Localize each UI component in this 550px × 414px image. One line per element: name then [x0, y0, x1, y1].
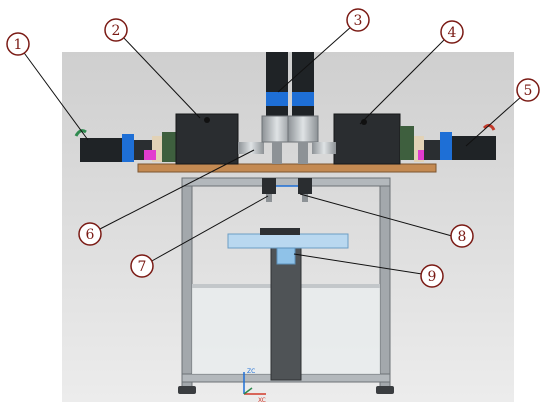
leader-8: [299, 193, 453, 237]
nozzle-heads: [262, 178, 312, 202]
frame-top-rail: [181, 177, 391, 187]
svg-text:2: 2: [112, 23, 121, 39]
left-gearbox-housing: [175, 113, 264, 165]
vertical-actuator-columns: [261, 52, 319, 164]
right-gearbox-housing: [312, 113, 401, 165]
callout-4: 4: [440, 20, 464, 44]
svg-text:5: 5: [524, 83, 533, 99]
callout-8: 8: [450, 224, 474, 248]
callout-5: 5: [516, 78, 540, 102]
frame-left-leg: [181, 181, 193, 389]
right-nozzle-head: [298, 178, 312, 194]
work-table: [227, 228, 349, 265]
callout-markers: 1 2 3 4 5 6 7 8 9: [6, 8, 540, 288]
axis-z-label: ZC: [247, 368, 255, 375]
callout-2: 2: [104, 18, 128, 42]
leader-lines: [21, 25, 523, 275]
callout-9: 9: [420, 264, 444, 288]
leader-6: [97, 149, 255, 231]
leader-9: [293, 253, 423, 275]
left-servo-motor: [74, 129, 176, 162]
callout-1: 1: [6, 32, 30, 56]
svg-text:9: 9: [428, 269, 437, 285]
leader-4: [359, 37, 447, 125]
support-frame: [178, 177, 394, 394]
mounting-plate: [137, 163, 437, 173]
axis-triad: ZC XC: [243, 368, 266, 404]
svg-text:4: 4: [448, 25, 457, 41]
svg-text:3: 3: [354, 13, 363, 29]
frame-right-leg: [379, 181, 391, 389]
callout-6: 6: [78, 222, 102, 246]
axis-x-label: XC: [258, 397, 266, 404]
svg-text:6: 6: [86, 227, 95, 243]
leader-2: [121, 35, 201, 119]
left-nozzle-head: [262, 178, 276, 194]
frame-foot-left: [178, 386, 196, 394]
leader-5: [465, 95, 523, 147]
callout-7: 7: [130, 254, 154, 278]
leader-1: [21, 49, 89, 141]
svg-text:8: 8: [458, 229, 467, 245]
leader-7: [149, 195, 269, 263]
leader-3: [277, 25, 353, 93]
svg-text:1: 1: [14, 37, 23, 53]
svg-text:7: 7: [138, 259, 147, 275]
callout-3: 3: [346, 8, 370, 32]
frame-foot-right: [376, 386, 394, 394]
